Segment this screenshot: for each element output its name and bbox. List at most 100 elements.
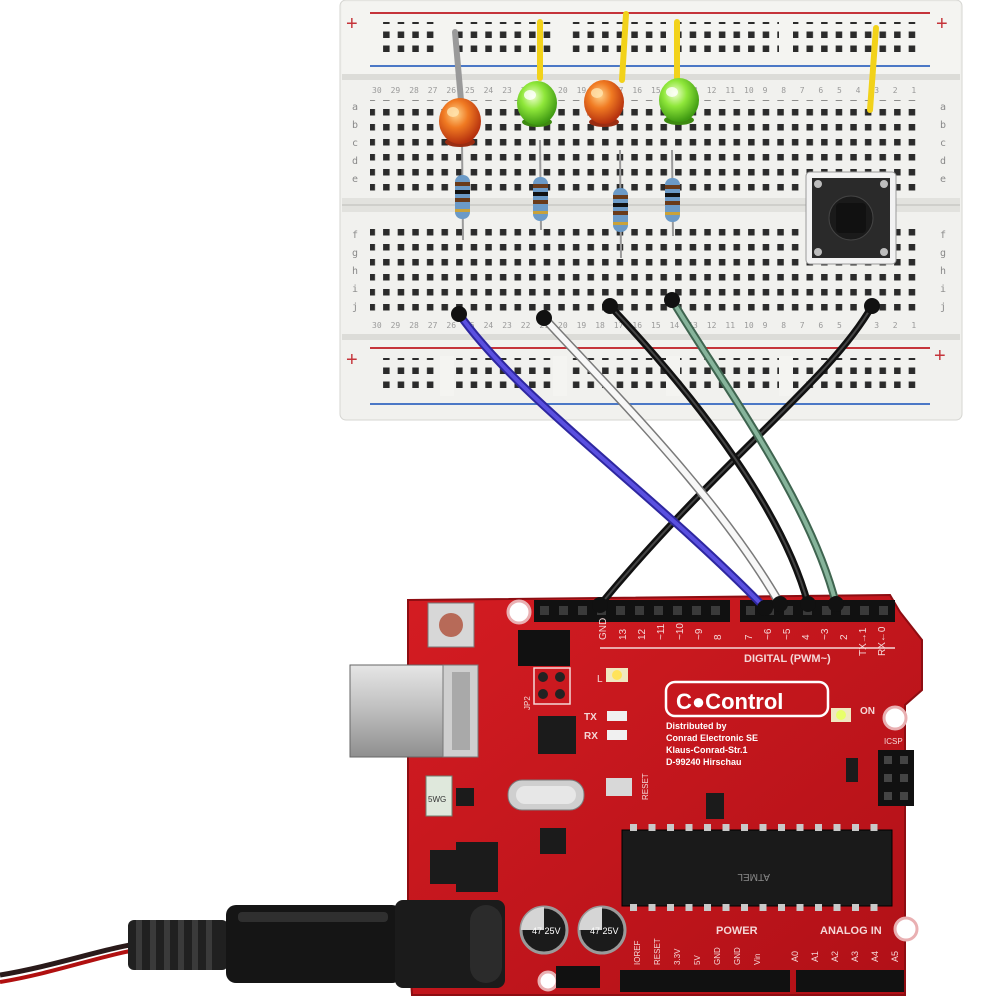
pin-label: GND xyxy=(713,947,722,965)
reset-label: RESET xyxy=(641,773,650,800)
resistor xyxy=(665,149,680,237)
column-number: 16 xyxy=(632,86,642,95)
distributor-line: Klaus-Conrad-Str.1 xyxy=(666,745,748,755)
header-pin xyxy=(673,606,682,615)
arduino-board: GND 13 12 ~11 ~10 ~9 8 7 ~6 ~5 4 ~3 2 TX… xyxy=(349,593,923,996)
column-number: 2 xyxy=(893,321,898,330)
led-orange-1 xyxy=(439,98,481,147)
top-power-rail: + + xyxy=(342,2,960,74)
rail-plus-label: + xyxy=(346,13,358,35)
column-number: 10 xyxy=(744,86,754,95)
reset-button xyxy=(427,602,475,648)
atmega-chip: ATMEL xyxy=(621,824,893,911)
column-number: 12 xyxy=(707,321,717,330)
chip-pin xyxy=(667,904,674,911)
column-number: 14 xyxy=(670,321,680,330)
header-pin xyxy=(784,606,793,615)
chip-pin xyxy=(870,904,878,911)
column-number: 26 xyxy=(446,86,456,95)
column-number: 12 xyxy=(707,86,717,95)
jumper-wires xyxy=(451,292,880,616)
pin-label: RX←0 xyxy=(877,626,888,656)
fuse-label: 5WG xyxy=(428,795,446,804)
cap-label: 47 25V xyxy=(532,926,561,936)
led-green-1 xyxy=(517,81,557,127)
digital-pin-labels: GND 13 12 ~11 ~10 ~9 8 7 ~6 ~5 4 ~3 2 TX… xyxy=(598,618,888,656)
analog-label: ANALOG IN xyxy=(820,925,882,937)
chip-pin xyxy=(778,824,785,831)
tx-label: TX xyxy=(584,712,597,723)
header-pin xyxy=(822,606,831,615)
chip-pin xyxy=(833,824,841,831)
resistors xyxy=(455,139,680,259)
column-number: 11 xyxy=(725,321,735,330)
chip-pin xyxy=(685,904,693,911)
row-letter: i xyxy=(940,284,946,295)
row-letter: b xyxy=(940,120,946,131)
column-number: 20 xyxy=(558,321,568,330)
column-number: 3 xyxy=(874,321,879,330)
chip-pin xyxy=(722,904,730,911)
column-number: 24 xyxy=(484,86,494,95)
led-green-2 xyxy=(659,78,699,125)
column-number: 8 xyxy=(781,86,786,95)
column-number: 11 xyxy=(725,86,735,95)
column-number: 9 xyxy=(763,321,768,330)
chip-pin xyxy=(796,824,804,831)
column-number: 29 xyxy=(391,86,401,95)
column-number: 23 xyxy=(502,321,512,330)
pin-label: 4 xyxy=(801,634,812,640)
ccontrol-logo: C●Control xyxy=(664,680,830,718)
header-pin xyxy=(559,606,568,615)
row-letter: j xyxy=(940,302,946,313)
header-pin xyxy=(692,606,701,615)
chip-pin xyxy=(648,824,656,831)
chip-pin xyxy=(741,824,748,831)
row-letter: g xyxy=(352,248,358,259)
row-letter: f xyxy=(940,230,946,241)
status-leds: L TX RX ON xyxy=(584,668,875,742)
chip-pin xyxy=(648,904,656,911)
rail-plus-label-right: + xyxy=(934,345,946,367)
chip-pin xyxy=(870,824,878,831)
cap-label: 47 25V xyxy=(590,926,619,936)
row-letter: e xyxy=(940,174,946,185)
chip-pin xyxy=(704,904,711,911)
pin-label: A3 xyxy=(850,951,860,962)
column-number: 18 xyxy=(595,321,605,330)
column-number: 15 xyxy=(651,321,661,330)
pin-label: RESET xyxy=(653,938,662,965)
pin-label: 8 xyxy=(713,634,724,640)
resistor xyxy=(533,139,548,231)
pin-label: ~3 xyxy=(820,628,831,640)
chip-pin xyxy=(667,824,674,831)
distributor-line: Distributed by xyxy=(666,721,727,731)
row-letter: h xyxy=(940,266,946,277)
chip-pin xyxy=(852,904,859,911)
row-letter: f xyxy=(352,230,358,241)
row-letter: h xyxy=(352,266,358,277)
row-letter: d xyxy=(940,156,946,167)
icsp-label: ICSP xyxy=(884,737,903,746)
on-label: ON xyxy=(860,706,875,717)
column-number: 15 xyxy=(651,86,661,95)
chip-pin xyxy=(741,904,748,911)
pin-label: ~9 xyxy=(694,628,705,640)
row-letter: j xyxy=(352,302,358,313)
column-number: 7 xyxy=(800,321,805,330)
column-number: 6 xyxy=(818,86,823,95)
column-number: 2 xyxy=(893,86,898,95)
rail-plus-label-right: + xyxy=(936,13,948,35)
header-pin xyxy=(746,606,755,615)
header-pin xyxy=(654,606,663,615)
resistor xyxy=(613,149,628,259)
pin-label: Vin xyxy=(753,954,762,965)
pin-label: A4 xyxy=(870,951,880,962)
chip-pin xyxy=(685,824,693,831)
row-letter: c xyxy=(352,138,358,149)
row-letter: a xyxy=(940,102,946,113)
pin-label: 3.3V xyxy=(673,948,682,965)
push-button xyxy=(805,171,897,265)
